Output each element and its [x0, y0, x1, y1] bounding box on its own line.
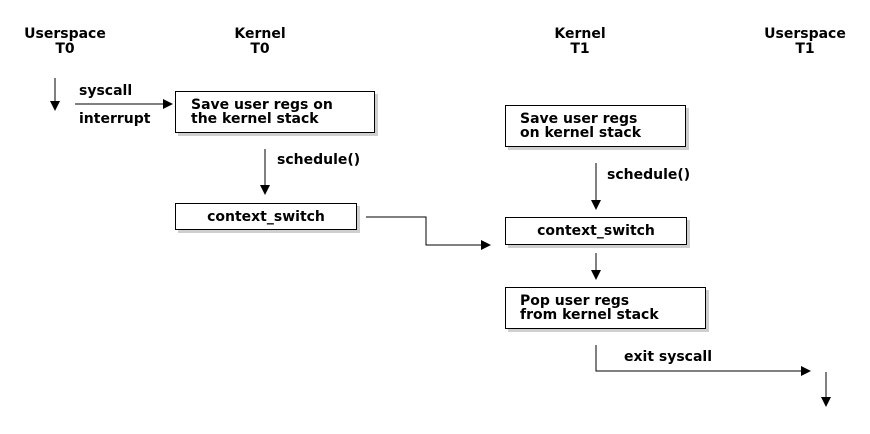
- exit-syscall-arrow: [595, 345, 811, 376]
- column-header-line1: Userspace: [764, 26, 846, 42]
- context-switch-t0-box: context_switch: [175, 203, 357, 230]
- box-text-line2: from kernel stack: [520, 307, 659, 323]
- column-header-line2: T1: [795, 41, 815, 57]
- column-header-line1: Userspace: [24, 26, 106, 42]
- column-header-userspace-t1: Userspace T1: [745, 27, 865, 57]
- column-header-userspace-t0: Userspace T0: [5, 27, 125, 57]
- context-switch-t1-box: context_switch: [505, 217, 687, 245]
- interrupt-label: interrupt: [79, 111, 151, 127]
- column-header-line1: Kernel: [554, 26, 606, 42]
- column-header-kernel-t0: Kernel T0: [200, 27, 320, 57]
- column-header-line2: T0: [55, 41, 75, 57]
- exit-syscall-label: exit syscall: [624, 349, 713, 365]
- box-text-line2: the kernel stack: [191, 111, 319, 127]
- box-text-line1: Save user regs on: [191, 97, 333, 113]
- save-regs-t1-box: Save user regs on kernel stack: [505, 105, 686, 147]
- column-header-line2: T0: [250, 41, 270, 57]
- box-text: context_switch: [207, 209, 325, 225]
- context-switch-transfer-arrow: [366, 216, 491, 250]
- save-regs-t0-box: Save user regs on the kernel stack: [175, 91, 375, 133]
- box-text-line2: on kernel stack: [520, 125, 642, 141]
- schedule-t1-label: schedule(): [607, 167, 691, 183]
- schedule-t0-label: schedule(): [277, 152, 361, 168]
- column-header-line1: Kernel: [234, 26, 286, 42]
- column-header-kernel-t1: Kernel T1: [520, 27, 640, 57]
- column-header-line2: T1: [570, 41, 590, 57]
- box-text-line1: Save user regs: [520, 111, 638, 127]
- box-text-line1: Pop user regs: [520, 293, 630, 309]
- pop-regs-t1-box: Pop user regs from kernel stack: [505, 287, 706, 329]
- syscall-label: syscall: [79, 83, 133, 99]
- box-text: context_switch: [537, 223, 655, 239]
